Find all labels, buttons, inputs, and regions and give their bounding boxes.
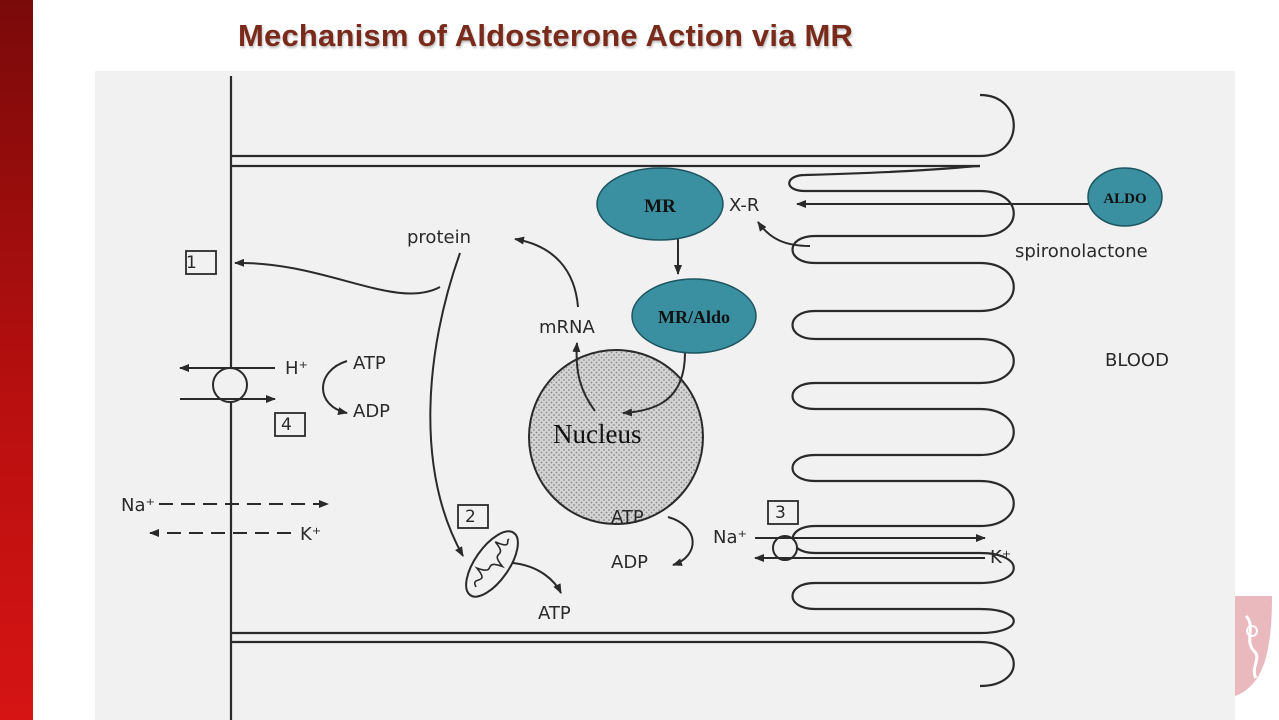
arrow-spiro-to-xr [757,221,811,247]
slide-title: Mechanism of Aldosterone Action via MR [238,18,854,53]
h-pump [212,367,248,403]
xr-label: X-R [729,195,759,216]
arrow-atp-adp-top [322,360,348,415]
arrow-protein-to-1 [234,258,441,295]
h-plus-label: H⁺ [285,358,308,379]
box-1-label: 1 [186,253,197,273]
k-left-label: K⁺ [300,524,321,545]
arrow-protein-to-mito [429,252,464,557]
box-3-label: 3 [775,503,786,523]
k-right-label: K⁺ [990,547,1011,568]
box-4-label: 4 [281,415,292,435]
nucleus [528,349,704,525]
mr-label: MR [644,196,676,217]
box-2 [457,504,489,529]
institution-logo [1235,596,1272,696]
arrow-nucleus-to-mrna [572,342,596,412]
protein-label: protein [407,227,471,248]
mr-ellipse [596,167,724,241]
arrow-atp-adp-mid [667,516,694,566]
arrow-mito-to-atp [512,562,562,594]
mrna-label: mRNA [539,317,596,338]
box-3 [767,500,799,525]
na-k-pump [772,535,798,561]
spironolactone-label: spironolactone [1015,241,1148,262]
mitochondrion [465,530,519,598]
atp-mid-label: ATP [611,507,644,528]
blood-label: BLOOD [1105,350,1169,371]
box-2-label: 2 [465,507,476,527]
cell-diagram: 1 4 2 3 protein mRNA X-R spironolactone … [121,76,1169,720]
arrow-mrna-to-protein [514,236,579,308]
diagram-figure: 1 4 2 3 protein mRNA X-R spironolactone … [95,71,1235,720]
atp-top-label: ATP [353,353,386,374]
box-1 [185,250,217,275]
infold-top [979,93,1015,158]
aldo-ellipse [1087,167,1163,227]
nucleus-label: Nucleus [553,419,641,449]
left-accent-bar [0,0,33,720]
adp-top-label: ADP [353,401,390,422]
na-left-label: Na⁺ [121,495,155,516]
aldo-label: ALDO [1103,191,1146,207]
adp-mid-label: ADP [611,552,648,573]
box-4 [274,412,306,437]
basolateral-infoldings [788,164,1015,635]
arrow-mraldo-to-nucleus [622,352,686,417]
na-right-label: Na⁺ [713,527,747,548]
infold-bottom [979,640,1015,688]
atp-mito-label: ATP [538,603,571,624]
mr-aldo-label: MR/Aldo [658,307,730,327]
mr-aldo-ellipse [631,278,757,354]
